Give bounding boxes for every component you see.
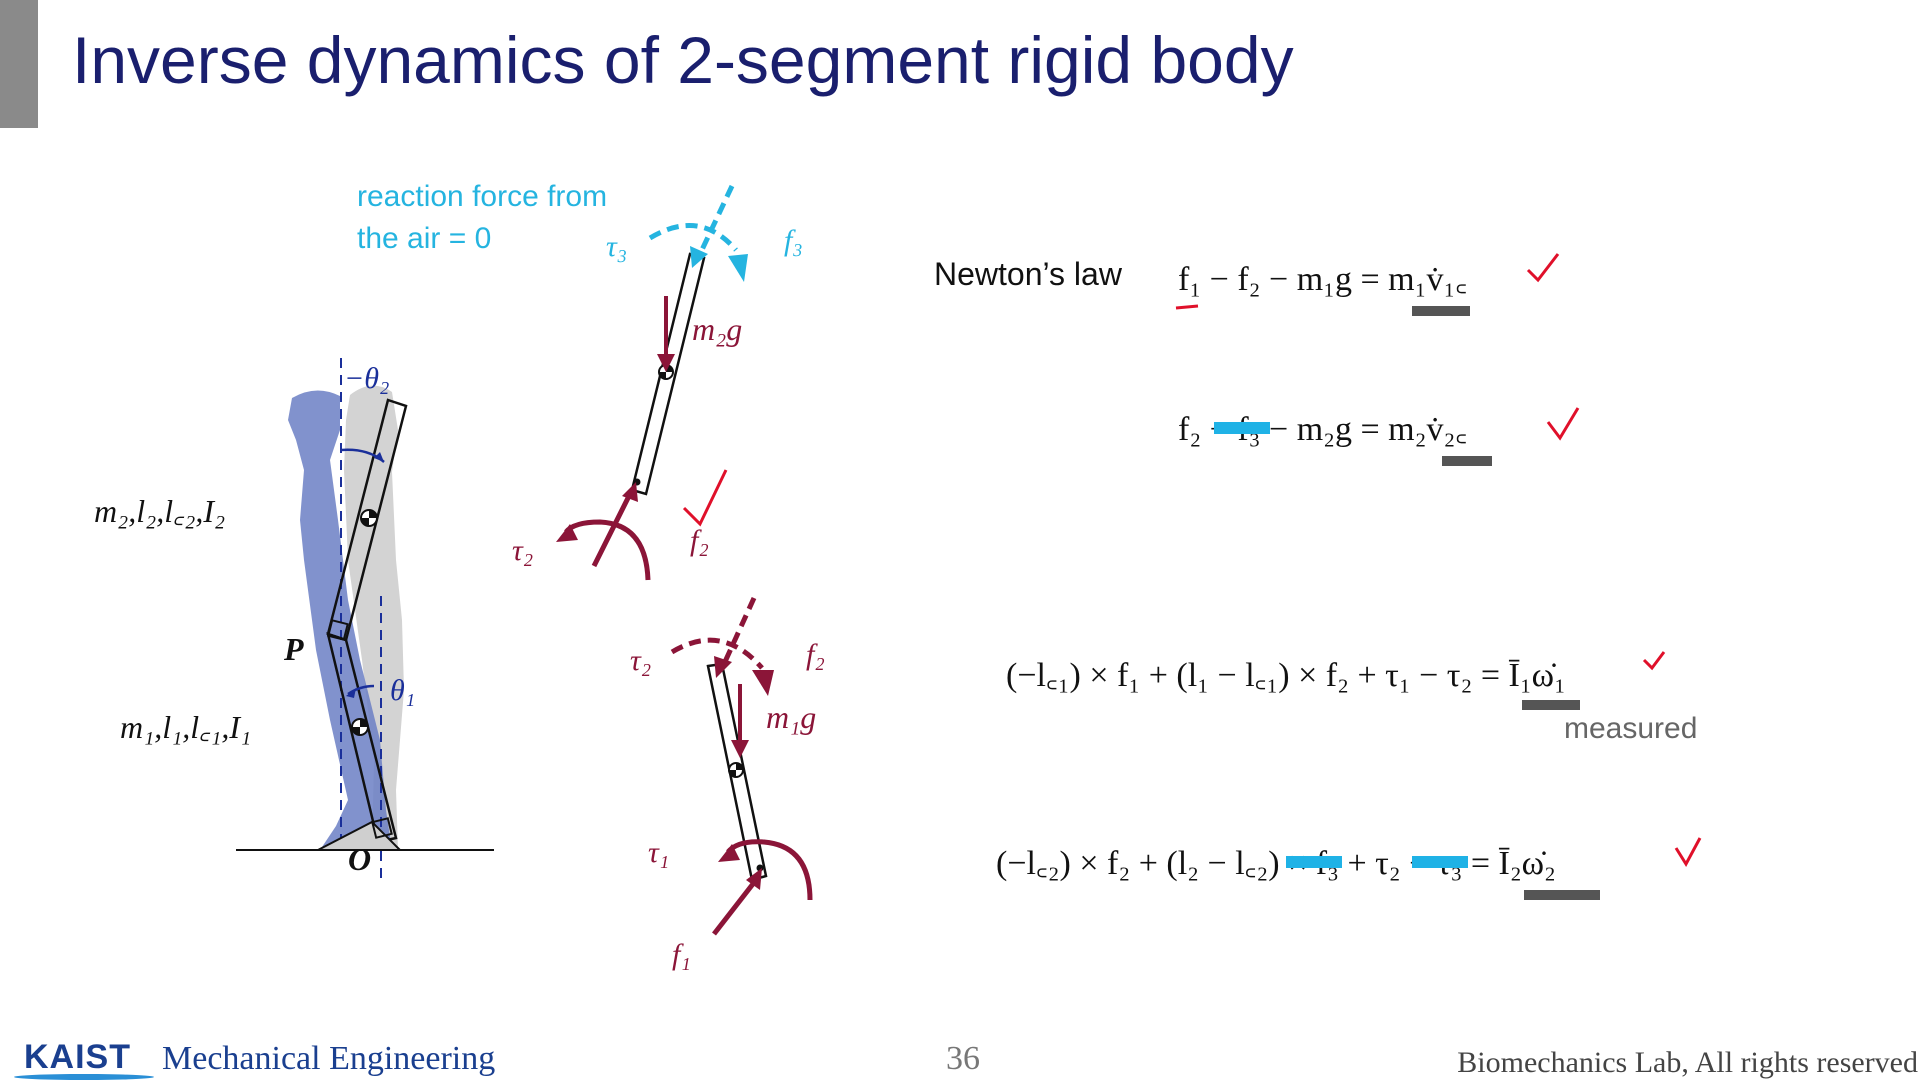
theta1-arrowhead (346, 688, 356, 698)
theta2-arrowhead (374, 452, 384, 462)
kaist-logo-swoosh (14, 1074, 154, 1080)
m2g-arrowhead (657, 354, 675, 372)
equation-newton-segment-1: f₁ − f₂ − m₁g = m₁v̇₁꜀ (1178, 261, 1468, 298)
tau1-arrowhead (718, 844, 740, 862)
com-segment-2-icon (360, 509, 378, 527)
theta1-arc (347, 684, 375, 696)
f3-arrowhead (690, 246, 708, 268)
label-tau1: τ₁ (648, 836, 669, 869)
posture-silhouette-gray (344, 385, 404, 850)
label-seg2-params: m₂,l₂,l꜀₂,I₂ (94, 493, 225, 529)
equation-euler-segment-2: (−l꜀₂) × f₂ + (l₂ − l꜀₂) × f₃ + τ₂ − τ₃ … (996, 845, 1556, 882)
page-number: 36 (946, 1040, 980, 1077)
footer-rights: Biomechanics Lab, All rights reserved (1457, 1046, 1918, 1079)
f1-arrow-line (712, 878, 758, 936)
footer-department: Mechanical Engineering (162, 1040, 496, 1077)
title-accent-bar (0, 0, 38, 128)
zero-term-strike-1 (1214, 422, 1270, 434)
f1-arrowhead (746, 868, 762, 890)
m1g-arrowhead (731, 740, 749, 758)
label-f3: f₃ (784, 224, 803, 257)
label-f1: f₁ (672, 938, 691, 971)
label-tau2-bottom: τ₂ (630, 644, 651, 677)
label-seg1-params: m₁,l₁,l꜀₁,I₁ (120, 709, 251, 745)
label-m1g: m₁g (766, 699, 816, 735)
f2-dashed-arrow (721, 596, 757, 666)
tau3-arrowhead (728, 254, 748, 282)
check-mark-icon (1642, 651, 1666, 671)
label-f2-top: f₂ (690, 524, 709, 557)
newtons-law-label: Newton’s law (934, 256, 1122, 292)
red-underline-mark (1175, 304, 1199, 310)
equation-euler-segment-1: (−l꜀₁) × f₁ + (l₁ − l꜀₁) × f₂ + τ₁ − τ₂ … (1006, 657, 1566, 694)
measured-highlight-1 (1412, 306, 1470, 316)
reaction-line-1: reaction force from (357, 180, 608, 213)
check-mark-icon (1546, 407, 1580, 441)
zero-term-strike-2 (1286, 856, 1342, 868)
fbd-com-1-icon (728, 762, 744, 778)
f3-dashed-arrow (697, 184, 735, 256)
label-tau3: τ₃ (606, 230, 627, 263)
measured-label: measured (1564, 712, 1698, 745)
label-point-p: P (283, 631, 304, 667)
measured-highlight-3 (1522, 700, 1580, 710)
tau3-dashed-arc (648, 223, 738, 252)
reaction-line-2: the air = 0 (357, 222, 492, 255)
check-mark-icon (682, 469, 728, 527)
tau1-arc (726, 839, 813, 901)
com-segment-1-icon (351, 718, 369, 736)
measured-highlight-4 (1524, 890, 1600, 900)
f2-down-arrowhead (714, 656, 732, 678)
check-mark-icon (1526, 253, 1560, 283)
page-title: Inverse dynamics of 2-segment rigid body (72, 23, 1294, 97)
f2-up-arrowhead (622, 482, 638, 502)
joint-p-box (327, 619, 349, 641)
kaist-logo: KAIST (24, 1038, 131, 1076)
f2-up-arrow-line (591, 492, 633, 568)
measured-highlight-2 (1442, 456, 1492, 466)
zero-term-strike-3 (1412, 856, 1468, 868)
tau2-upper-arrowhead (556, 524, 578, 542)
label-tau2-top: τ₂ (512, 534, 533, 567)
label-point-o: O (348, 841, 371, 877)
reaction-force-annotation: reaction force from the air = 0 (357, 176, 607, 260)
label-theta2: −θ₂ (344, 362, 389, 395)
check-mark-icon (1674, 837, 1702, 867)
joint-o-box (371, 817, 393, 839)
tau2-lower-arrowhead (752, 670, 774, 696)
label-m2g: m₂g (692, 311, 742, 347)
tau2-dashed-arc (670, 637, 764, 670)
label-theta1: θ₁ (390, 674, 415, 707)
tau2-arc-upper (564, 519, 651, 581)
label-f2-bottom: f₂ (806, 638, 825, 671)
